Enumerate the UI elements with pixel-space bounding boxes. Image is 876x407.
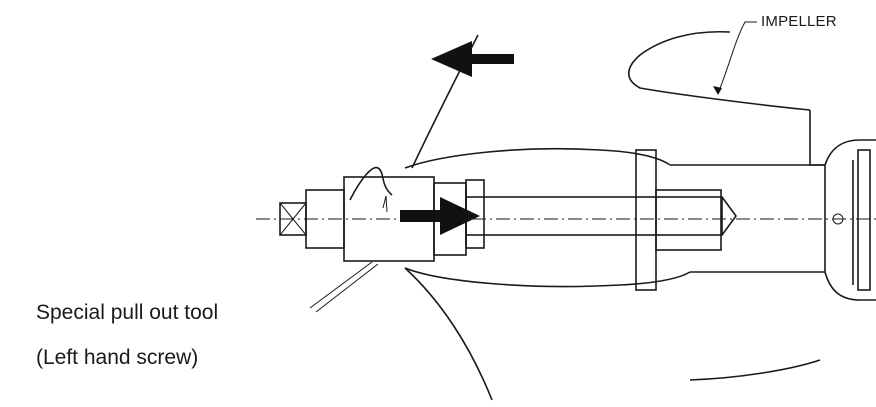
center-mark xyxy=(832,213,844,225)
impeller-blade-lower-curve xyxy=(404,267,493,401)
impeller-lower-outer xyxy=(689,359,821,381)
impeller-leader-line xyxy=(717,21,757,94)
pull-out-tool-label: Special pull out tool xyxy=(36,301,219,324)
left-hand-screw-mark xyxy=(349,166,393,201)
impeller-hub-right-lower xyxy=(824,271,876,301)
impeller-top-profile xyxy=(627,30,811,111)
hub-bore xyxy=(857,149,871,291)
impeller-leader-arrow xyxy=(713,86,722,95)
thread-tick xyxy=(382,195,388,213)
shaft-sleeve xyxy=(655,189,722,251)
arrow-left-icon xyxy=(431,41,514,77)
arrow-right-icon xyxy=(400,197,480,235)
threaded-shaft xyxy=(465,196,723,236)
shaft-flange xyxy=(635,149,657,291)
impeller-hub-right xyxy=(809,110,876,166)
tool-leader-line xyxy=(309,261,373,309)
impeller-label: IMPELLER xyxy=(761,13,837,30)
impeller-shroud-curve xyxy=(404,147,671,169)
impeller-lower-profile xyxy=(404,267,691,288)
tool-leader-line-2 xyxy=(315,263,379,313)
left-hand-screw-label: (Left hand screw) xyxy=(36,346,199,369)
shaft-tip xyxy=(721,196,737,236)
